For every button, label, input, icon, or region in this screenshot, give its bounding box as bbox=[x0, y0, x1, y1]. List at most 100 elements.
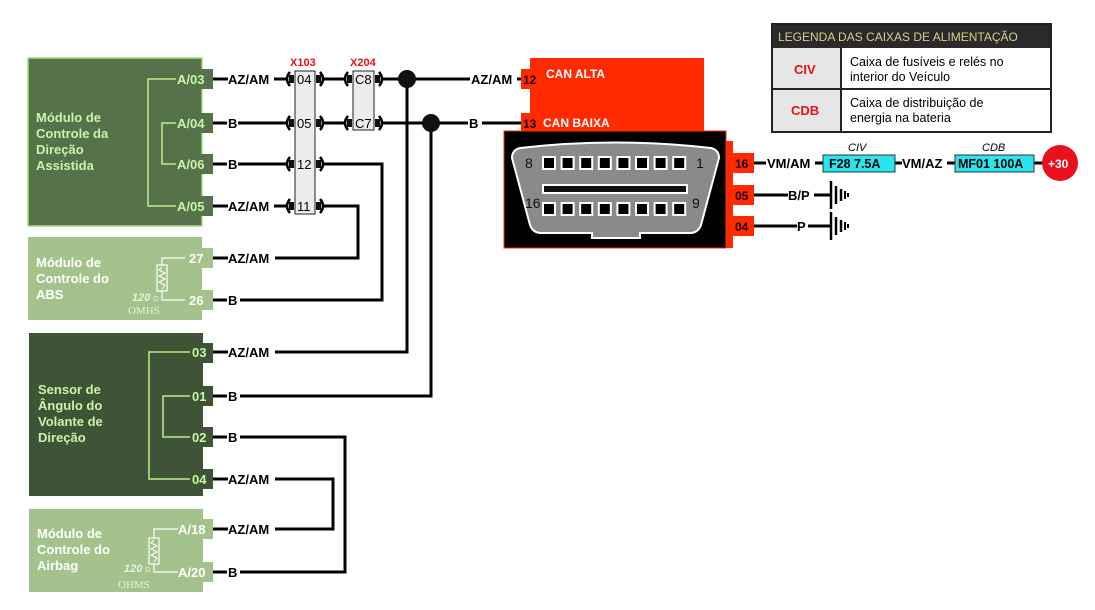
legend-desc-line: energia na bateria bbox=[850, 111, 951, 125]
fuse-f28[interactable]: CIV F28 7.5A bbox=[822, 142, 896, 173]
svg-text:04: 04 bbox=[297, 72, 311, 87]
legend-desc-line: Caixa de distribuição de bbox=[850, 96, 983, 110]
module-steering-angle-sensor[interactable]: Sensor de Ângulo do Volante de Direção 0… bbox=[29, 333, 213, 496]
fuse-body bbox=[954, 154, 1035, 173]
legend-table: LEGENDA DAS CAIXAS DE ALIMENTAÇÃO CIV Ca… bbox=[771, 23, 1052, 133]
legend-key: CIV bbox=[794, 62, 816, 77]
pin-tab bbox=[190, 386, 213, 406]
svg-text:11: 11 bbox=[297, 199, 311, 214]
legend-desc-line: Caixa de fusíveis e relés no bbox=[850, 55, 1004, 69]
pin-tab bbox=[190, 427, 213, 447]
obd-connector[interactable]: 12 13 CAN ALTA CAN BAIXA 16 05 04 8 1 16… bbox=[503, 58, 754, 249]
module-sas-body bbox=[29, 333, 203, 496]
pin-tab bbox=[176, 290, 213, 310]
pin-tab bbox=[730, 216, 754, 236]
can-low-label: CAN BAIXA bbox=[543, 116, 610, 130]
module-abs[interactable]: Módulo de Controle do ABS 120 Ω OMHS 27 … bbox=[28, 237, 213, 320]
obd-pin-13: 13 bbox=[523, 117, 537, 131]
pin-label: 02 bbox=[192, 430, 206, 445]
svg-text:C7: C7 bbox=[355, 116, 372, 131]
pin-tab bbox=[730, 153, 754, 173]
legend-key: CDB bbox=[791, 103, 819, 118]
module-airbag[interactable]: Módulo de Controle do Airbag 120 Ω OHMS … bbox=[29, 509, 213, 592]
svg-text:12: 12 bbox=[297, 157, 311, 172]
module-airbag-body bbox=[29, 509, 203, 592]
obd-pin-row-bottom bbox=[542, 202, 687, 216]
internal-link bbox=[148, 351, 190, 480]
obd-can-block bbox=[530, 58, 704, 133]
wire-label: AZ/AM bbox=[228, 522, 269, 537]
resistor-value: 120 bbox=[124, 563, 143, 575]
pin-tab bbox=[730, 185, 754, 205]
pin-tab bbox=[176, 154, 213, 174]
fuse-mf01[interactable]: CDB MF01 100A bbox=[954, 142, 1035, 173]
obd-number-8: 8 bbox=[525, 155, 533, 171]
obd-terminal bbox=[616, 156, 631, 170]
module-eps-body bbox=[27, 57, 203, 227]
ground-icon bbox=[829, 212, 849, 240]
module-title: Módulo de Controle da Direção Assistida bbox=[36, 110, 112, 173]
pin-label: 03 bbox=[192, 345, 206, 360]
obd-terminal bbox=[653, 156, 668, 170]
resistor-unit: OHMS bbox=[118, 579, 150, 591]
resistor-zigzag bbox=[149, 539, 159, 563]
pin-label: A/18 bbox=[178, 522, 205, 537]
pin-tab bbox=[521, 113, 533, 133]
wire-x103-11-abs27 bbox=[275, 204, 360, 260]
pin-label: A/06 bbox=[177, 157, 204, 172]
wire-label: P bbox=[797, 219, 806, 234]
wires bbox=[213, 77, 1043, 574]
splice-can-low bbox=[422, 114, 440, 132]
wire-label: B bbox=[228, 157, 237, 172]
obd-pin-05: 05 bbox=[735, 189, 749, 203]
connector-pin: C8 bbox=[343, 71, 384, 87]
obd-terminal bbox=[672, 202, 687, 216]
wire-splice-can-high-sas03 bbox=[275, 79, 409, 354]
pin-tab bbox=[521, 69, 533, 89]
obd-pin-04: 04 bbox=[735, 220, 749, 234]
module-title: Sensor de Ângulo do Volante de Direção bbox=[38, 382, 106, 445]
pin-tab bbox=[190, 343, 213, 363]
pin-tab bbox=[176, 69, 213, 89]
battery-icon bbox=[1042, 145, 1078, 181]
pin-label: 26 bbox=[189, 293, 203, 308]
obd-terminal bbox=[579, 202, 594, 216]
connector-housing bbox=[294, 70, 316, 215]
legend-row: CIV Caixa de fusíveis e relés no interio… bbox=[794, 55, 1004, 84]
battery-label: +30 bbox=[1048, 157, 1069, 171]
ground-icon bbox=[829, 181, 849, 209]
pin-label: A/03 bbox=[177, 72, 204, 87]
module-abs-body bbox=[28, 237, 202, 320]
can-high-label: CAN ALTA bbox=[546, 67, 605, 81]
obd-terminal bbox=[597, 156, 612, 170]
obd-terminal bbox=[616, 202, 631, 216]
connector-x103[interactable]: X103 04 05 12 11 bbox=[285, 57, 325, 215]
pin-label: 01 bbox=[192, 389, 206, 404]
internal-link bbox=[161, 122, 176, 165]
obd-terminal bbox=[560, 156, 575, 170]
obd-number-1: 1 bbox=[696, 155, 704, 171]
wire-label: AZ/AM bbox=[228, 472, 269, 487]
obd-number-9: 9 bbox=[692, 195, 700, 211]
wire-label: AZ/AM bbox=[228, 72, 269, 87]
obd-terminal bbox=[597, 202, 612, 216]
wire-label: B bbox=[228, 565, 237, 580]
pin-tab bbox=[176, 248, 213, 268]
obd-terminal bbox=[672, 156, 687, 170]
fuse-label: MF01 100A bbox=[958, 157, 1023, 171]
module-eps[interactable]: Módulo de Controle da Direção Assistida … bbox=[27, 57, 213, 227]
connector-x204[interactable]: X204 C8 C7 bbox=[343, 57, 384, 131]
obd-terminal bbox=[579, 156, 594, 170]
obd-terminal bbox=[635, 202, 649, 216]
wire-sas02-airbag-a20 bbox=[240, 435, 347, 574]
obd-number-16: 16 bbox=[525, 195, 541, 211]
internal-link bbox=[161, 257, 185, 265]
connector-pin: 05 bbox=[285, 115, 325, 131]
connector-pin: 11 bbox=[285, 198, 325, 214]
splice-can-high bbox=[398, 70, 416, 88]
ohm-symbol: Ω bbox=[145, 567, 150, 574]
obd-terminal bbox=[653, 202, 668, 216]
internal-link bbox=[162, 395, 190, 438]
wire-label: B bbox=[469, 116, 478, 131]
wire-label: AZ/AM bbox=[228, 251, 269, 266]
